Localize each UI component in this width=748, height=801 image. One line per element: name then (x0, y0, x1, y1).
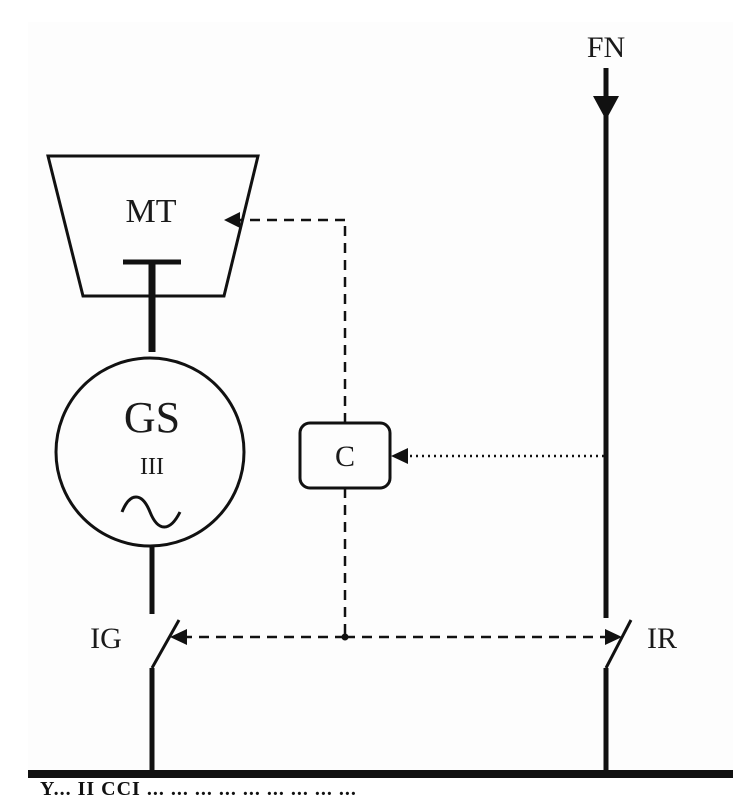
fn-label: FN (587, 31, 625, 64)
gs-phase-label: III (140, 454, 164, 480)
top-band (0, 0, 748, 22)
ig-control-arrow-icon (170, 629, 187, 645)
turbine-trapezoid (46, 154, 260, 298)
cropped-caption: Y... II CCI ... ... ... ... ... ... ... … (40, 778, 357, 800)
ig-switch-blade (150, 619, 181, 669)
bottom-bar (28, 770, 733, 778)
gs-label: GS (124, 393, 180, 442)
ir-label: IR (647, 622, 677, 655)
ig-label: IG (90, 622, 122, 655)
mt-control-arrow-icon (224, 212, 240, 228)
controller-label: C (335, 440, 355, 473)
ir-control-arrow-icon (605, 629, 622, 645)
measurement-arrow-icon (391, 448, 408, 464)
ir-switch-blade (604, 619, 633, 669)
ac-wave-icon (120, 495, 182, 529)
fn-arrow-icon (593, 96, 619, 120)
mt-label: MT (126, 193, 177, 230)
page-background (28, 22, 733, 770)
